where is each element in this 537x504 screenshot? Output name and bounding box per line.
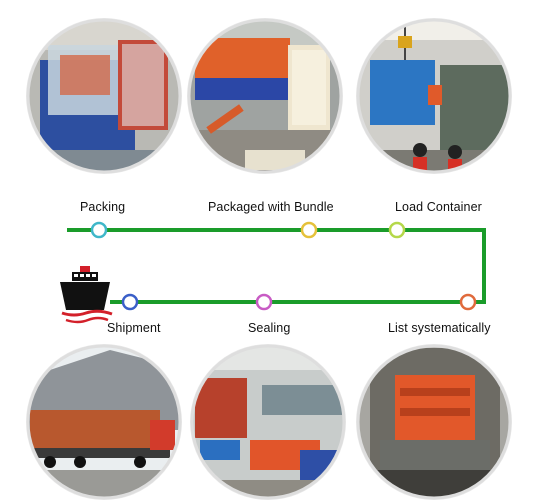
step-label-shipment: Shipment bbox=[107, 321, 161, 335]
step-label-sealing: Sealing bbox=[248, 321, 291, 335]
photo-packing bbox=[26, 18, 182, 174]
photo-sealing bbox=[190, 344, 346, 500]
photo-bundle bbox=[187, 18, 343, 174]
step-label-packing: Packing bbox=[80, 200, 126, 214]
photo-load-container bbox=[356, 18, 512, 174]
step-label-packaged-with-bundle: Packaged with Bundle bbox=[208, 200, 334, 214]
node-packing bbox=[90, 221, 108, 239]
step-label-list-systematically: List systematically bbox=[388, 321, 491, 335]
node-packaged-with-bundle bbox=[300, 221, 318, 239]
ship-icon bbox=[60, 266, 113, 324]
step-label-load-container: Load Container bbox=[395, 200, 482, 214]
photo-list-systematically bbox=[356, 344, 512, 500]
photo-shipment bbox=[26, 344, 182, 500]
node-sealing bbox=[255, 293, 273, 311]
process-line bbox=[67, 228, 486, 304]
node-load-container bbox=[388, 221, 406, 239]
node-list-systematically bbox=[459, 293, 477, 311]
node-shipment bbox=[121, 293, 139, 311]
